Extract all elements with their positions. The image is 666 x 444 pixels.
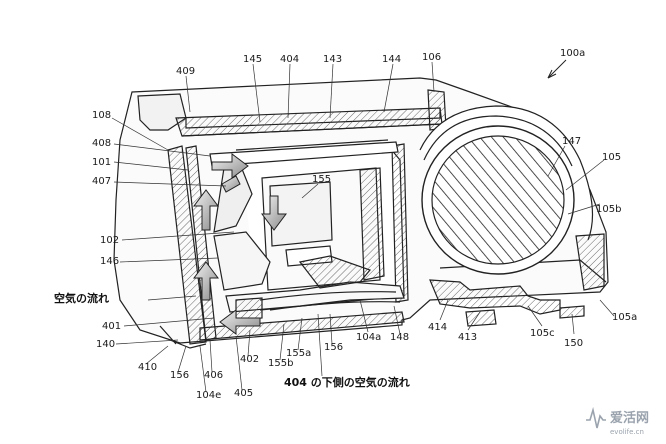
label-105b: 105b: [596, 204, 621, 215]
airflow-arrows: [193, 153, 287, 335]
label-155: 155: [312, 174, 331, 185]
label-407: 407: [92, 176, 111, 187]
leader-lines: [111, 61, 615, 393]
label-105: 105: [602, 152, 621, 163]
reference-labels: 100a 409 145 404 143 144 106 108 408 101…: [54, 48, 637, 401]
airflow-arrow-right-top: [211, 153, 249, 179]
label-145: 145: [243, 54, 262, 65]
label-406: 406: [204, 370, 223, 381]
watermark-name: 爱活网: [610, 410, 649, 426]
airflow-arrow-down: [261, 195, 287, 231]
label-100a: 100a: [560, 48, 585, 59]
label-102: 102: [100, 235, 119, 246]
label-airflow: 空気の流れ: [54, 291, 109, 305]
label-405: 405: [234, 388, 253, 399]
label-140: 140: [96, 339, 115, 350]
airflow-arrow-left-bottom: [219, 309, 261, 335]
watermark-url: evolife.cn: [610, 428, 644, 436]
watermark-pulse-icon: [586, 406, 606, 429]
label-106: 106: [422, 52, 441, 63]
label-144: 144: [382, 54, 401, 65]
label-143: 143: [323, 54, 342, 65]
label-409: 409: [176, 66, 195, 77]
label-150: 150: [564, 338, 583, 349]
label-155a: 155a: [286, 348, 311, 359]
airflow-arrow-up-upper: [193, 189, 219, 231]
label-147: 147: [562, 136, 581, 147]
label-105c: 105c: [530, 328, 555, 339]
label-414: 414: [428, 322, 447, 333]
figure-id-arrow: [547, 59, 567, 79]
airflow-arrow-up-lower: [193, 261, 219, 301]
label-108: 108: [92, 110, 111, 121]
label-156-mid: 156: [324, 342, 343, 353]
airflow-arrow-small: [221, 175, 241, 193]
label-408: 408: [92, 138, 111, 149]
label-101: 101: [92, 157, 111, 168]
label-148: 148: [390, 332, 409, 343]
label-402: 402: [240, 354, 259, 365]
label-146: 146: [100, 256, 119, 267]
battery-147: [421, 125, 575, 275]
label-airflow-below-404: 404 の下側の空気の流れ: [284, 375, 410, 389]
label-404: 404: [280, 54, 299, 65]
label-105a: 105a: [612, 312, 637, 323]
label-155b: 155b: [268, 358, 293, 369]
label-104e: 104e: [196, 390, 221, 401]
label-156-left: 156: [170, 370, 189, 381]
label-401: 401: [102, 321, 121, 332]
watermark: 爱活网 evolife.cn: [586, 406, 649, 436]
label-410: 410: [138, 362, 157, 373]
label-104a: 104a: [356, 332, 381, 343]
label-413: 413: [458, 332, 477, 343]
